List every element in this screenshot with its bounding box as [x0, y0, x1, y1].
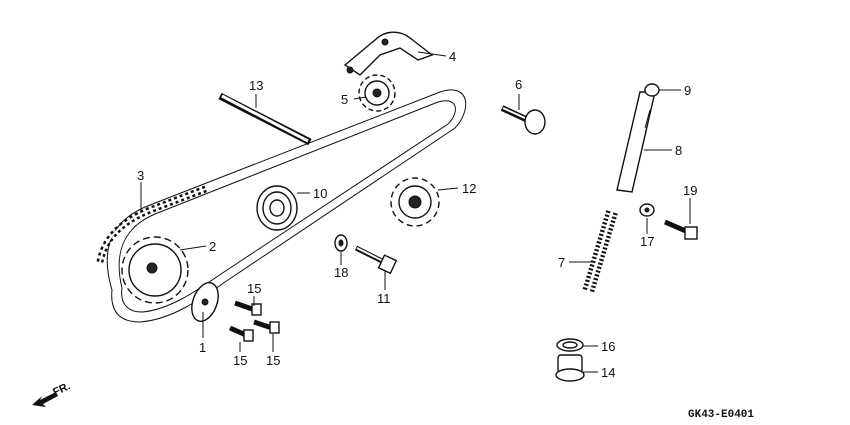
chain-roller[interactable] [256, 185, 298, 231]
callout-8: 8 [675, 143, 682, 158]
rod-cap[interactable] [644, 83, 660, 97]
callout-10: 10 [313, 186, 327, 201]
callout-15-c: 15 [266, 353, 280, 368]
bolt-6[interactable] [500, 105, 546, 135]
callout-15-a: 15 [247, 281, 261, 296]
sprocket-plate[interactable] [187, 279, 223, 325]
callout-11: 11 [377, 291, 391, 306]
callout-12: 12 [462, 181, 476, 196]
drive-sprocket[interactable] [121, 236, 189, 304]
callout-17: 17 [640, 234, 654, 249]
callout-6: 6 [515, 77, 522, 92]
callout-9: 9 [684, 83, 691, 98]
callout-15-b: 15 [233, 353, 247, 368]
callout-2: 2 [209, 239, 216, 254]
tensioner-rod[interactable] [616, 91, 656, 193]
diagram-code: GK43-E0401 [688, 409, 754, 421]
washer-18[interactable] [334, 234, 348, 252]
front-arrow-icon [32, 392, 58, 407]
sealing-washer-16[interactable] [556, 338, 584, 352]
callout-7: 7 [558, 255, 565, 270]
callout-14: 14 [601, 365, 615, 380]
callout-1: 1 [199, 340, 206, 355]
tensioner-spring[interactable] [582, 210, 618, 294]
bolt-11[interactable] [354, 245, 398, 275]
bolt-15-b[interactable] [228, 325, 254, 342]
callout-13: 13 [249, 78, 263, 93]
callout-16: 16 [601, 339, 615, 354]
idler-sprocket-small[interactable] [358, 74, 396, 112]
callout-19: 19 [683, 183, 697, 198]
callout-4: 4 [449, 49, 456, 64]
callout-18: 18 [334, 265, 348, 280]
washer-17[interactable] [639, 203, 655, 217]
tensioner-sprocket[interactable] [390, 177, 440, 227]
bolt-15-a[interactable] [234, 300, 262, 316]
callout-3: 3 [137, 168, 144, 183]
bolt-19[interactable] [664, 219, 698, 240]
cam-chain[interactable] [96, 89, 467, 323]
callout-labels: 1 2 3 4 5 6 7 8 9 10 11 12 13 14 15 15 1… [137, 49, 697, 380]
chain-guide-bracket[interactable] [343, 31, 434, 76]
tensioner-shaft[interactable] [218, 92, 312, 146]
bolt-15-c[interactable] [253, 319, 280, 334]
plug-bolt-14[interactable] [555, 354, 585, 382]
front-label: FR. [51, 380, 72, 398]
leader-lines [140, 51, 691, 373]
callout-5: 5 [341, 92, 348, 107]
front-direction-indicator: FR. [32, 380, 72, 407]
